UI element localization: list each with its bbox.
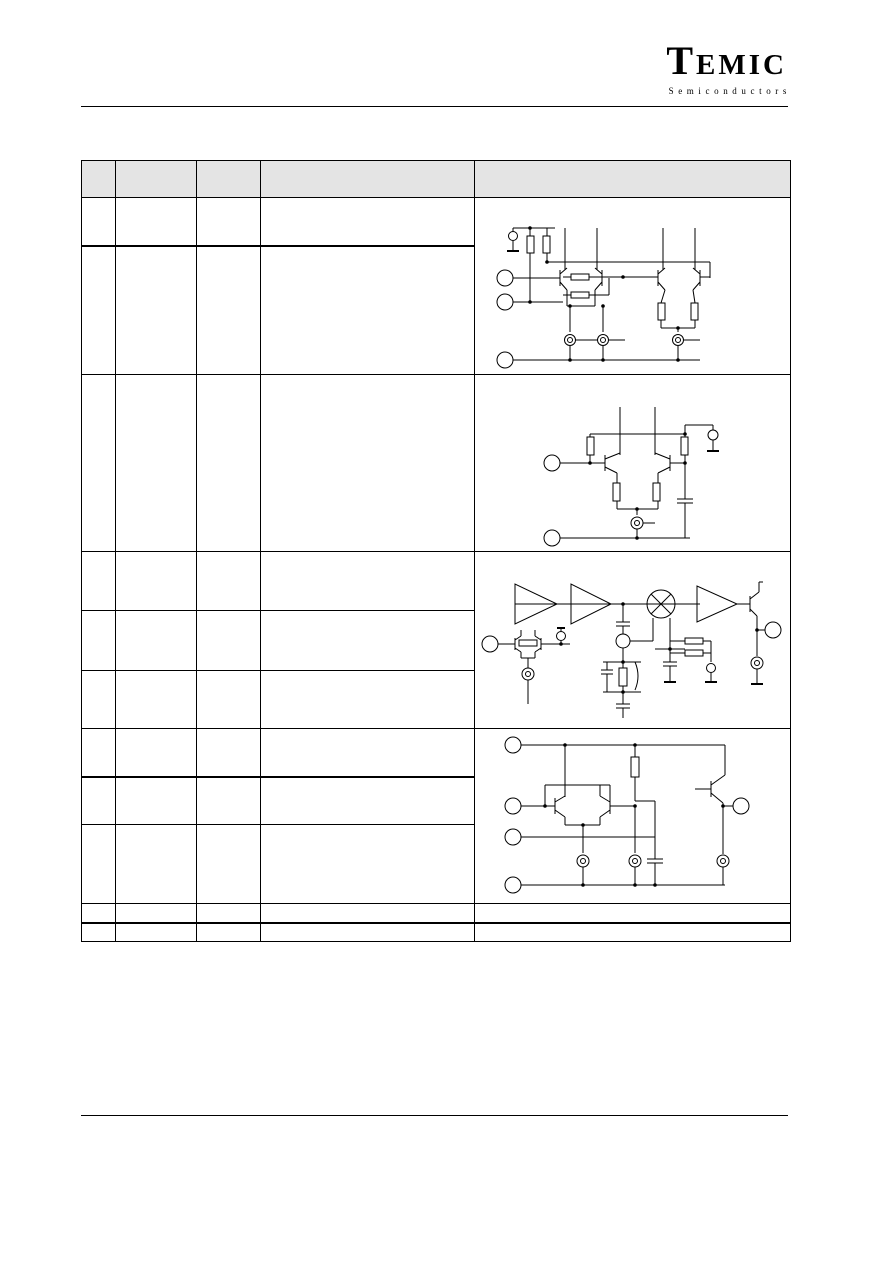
function-cell [260, 244, 475, 375]
type-cell [196, 669, 261, 730]
pin-cell [81, 374, 116, 552]
col-header-pin [81, 160, 116, 198]
type-cell [196, 374, 261, 552]
table-row [81, 921, 791, 942]
table-row [81, 727, 791, 904]
col-header-type [196, 160, 261, 198]
col-header-function [260, 160, 475, 198]
header-rule [81, 106, 788, 107]
brand-subtitle: Semiconductors [668, 86, 791, 96]
pin-description-table [81, 160, 791, 942]
symbol-cell [115, 244, 197, 375]
pin-cell [81, 921, 116, 942]
symbol-cell [115, 550, 197, 612]
function-cell [260, 610, 475, 671]
function-cell [260, 727, 475, 778]
pin-cell [81, 903, 116, 923]
function-cell [260, 921, 475, 942]
col-header-symbol [115, 160, 197, 198]
function-cell [260, 903, 475, 923]
table-row [81, 669, 791, 730]
pin-cell [81, 610, 116, 671]
pin-cell [81, 823, 116, 905]
output-stage-schematic [474, 728, 791, 904]
function-cell [260, 669, 475, 730]
function-cell [260, 374, 475, 552]
symbol-cell [115, 823, 197, 905]
differential-stage-schematic [474, 374, 791, 552]
symbol-cell [115, 903, 197, 923]
brand-rest: EMIC [696, 49, 787, 81]
symbol-cell [115, 921, 197, 942]
pin-cell [81, 196, 116, 247]
col-header-circuit [474, 160, 791, 198]
table-row [81, 610, 791, 671]
function-cell [260, 775, 475, 825]
footer-rule [81, 1115, 788, 1116]
type-cell [196, 823, 261, 905]
circuit-cell [474, 903, 791, 923]
circuit-cell [474, 921, 791, 942]
type-cell [196, 775, 261, 825]
table-row [81, 775, 791, 825]
input-stage-schematic [474, 197, 791, 375]
type-cell [196, 727, 261, 778]
symbol-cell [115, 374, 197, 552]
temic-logo: TEMIC Semiconductors [666, 41, 787, 97]
symbol-cell [115, 610, 197, 671]
function-cell [260, 823, 475, 905]
pin-cell [81, 669, 116, 730]
brand-initial: T [666, 38, 697, 83]
amplifier-mixer-schematic [474, 551, 791, 729]
pin-cell [81, 775, 116, 825]
pin-cell [81, 550, 116, 612]
type-cell [196, 610, 261, 671]
table-header-row [81, 160, 791, 198]
function-cell [260, 550, 475, 612]
pin-cell [81, 727, 116, 778]
table-row [81, 823, 791, 905]
type-cell [196, 550, 261, 612]
function-cell [260, 196, 475, 247]
table-row [81, 550, 791, 729]
pin-cell [81, 244, 116, 375]
type-cell [196, 196, 261, 247]
table-row [81, 374, 791, 552]
symbol-cell [115, 775, 197, 825]
table-row [81, 196, 791, 375]
symbol-cell [115, 727, 197, 778]
symbol-cell [115, 196, 197, 247]
type-cell [196, 903, 261, 923]
type-cell [196, 244, 261, 375]
table-row [81, 244, 791, 375]
symbol-cell [115, 669, 197, 730]
type-cell [196, 921, 261, 942]
table-row [81, 903, 791, 923]
brand-name: TEMIC [666, 41, 787, 82]
